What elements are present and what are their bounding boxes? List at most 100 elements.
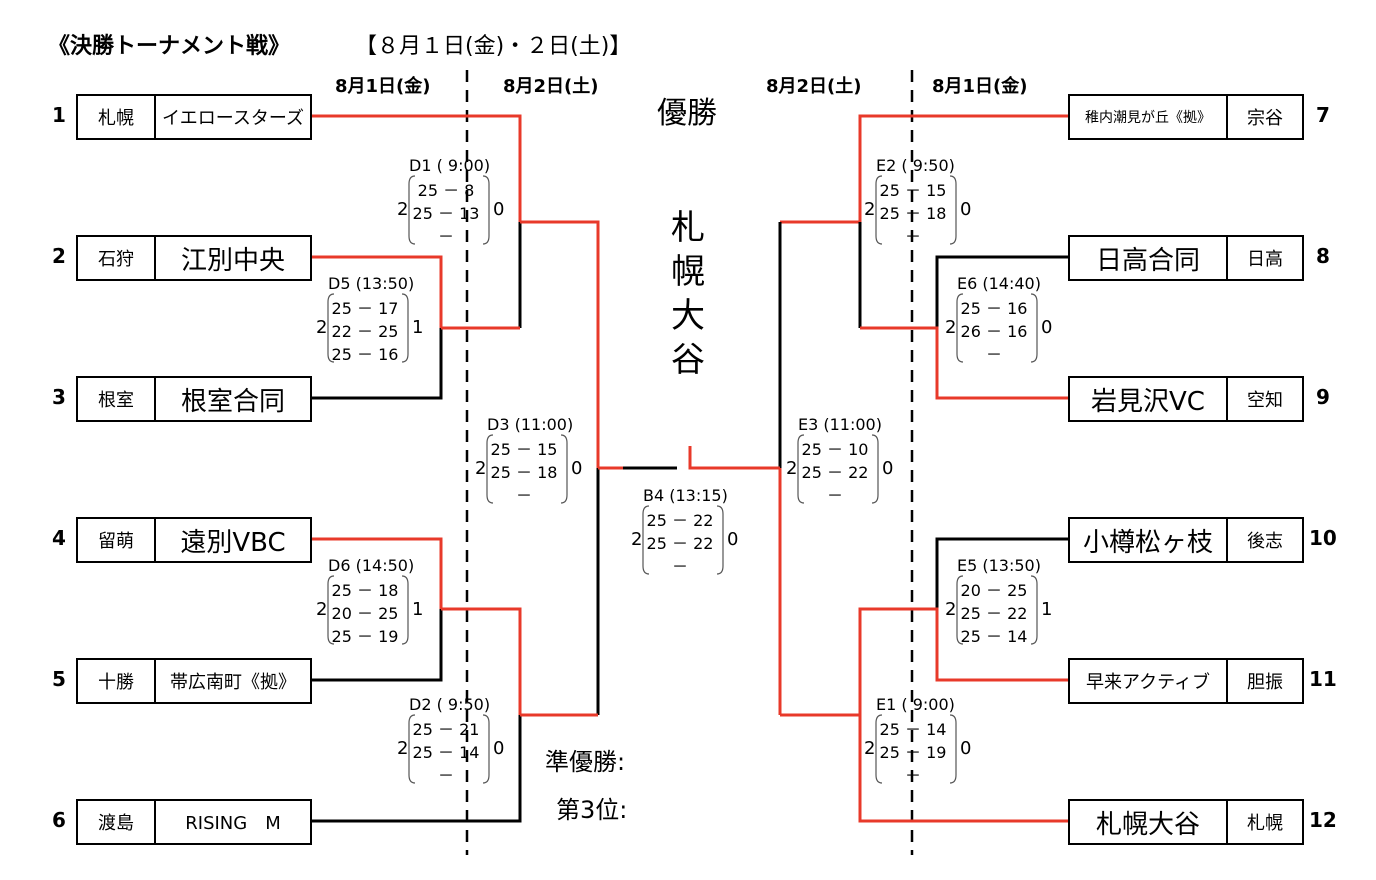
score-bracket-paren (401, 575, 409, 645)
set-score: 25 － 18 (331, 581, 399, 600)
score-bracket-paren (956, 575, 964, 645)
score-bracket-paren (956, 293, 964, 363)
match-label-e5: E5 (13:50) (957, 556, 1041, 575)
team-box-11[interactable]: 早来アクティブ胆振 (1068, 658, 1304, 704)
team-name: 江別中央 (180, 245, 285, 276)
score-bracket-paren (875, 175, 883, 245)
header-right-day1: 8月1日(金) (932, 76, 1028, 97)
set-score: － (437, 227, 454, 246)
sets-won-right: 0 (1041, 317, 1053, 338)
seed-number: 4 (52, 526, 66, 550)
sets-won-left: 2 (475, 458, 487, 479)
sets-won-right: 0 (960, 738, 972, 759)
team-region: 空知 (1247, 390, 1283, 411)
line-d1-winner (312, 114, 522, 222)
line-e2-winner (780, 114, 1068, 224)
set-score: 25 － 17 (331, 299, 399, 318)
score-bracket-paren (642, 505, 650, 575)
line-e1-lower (858, 715, 1068, 823)
team-box-9[interactable]: 岩見沢VC 空知 (1068, 376, 1304, 422)
sets-won-right: 0 (493, 738, 505, 759)
set-score: 25 － 22 (801, 463, 869, 482)
team-box-8[interactable]: 日高合同日高 (1068, 235, 1304, 281)
line-b4-right-red (688, 446, 780, 470)
sets-won-left: 2 (864, 738, 876, 759)
line-d6-top (312, 537, 443, 609)
match-label-e2: E2 ( 9:50) (876, 156, 955, 175)
match-label-b4: B4 (13:15) (643, 486, 728, 505)
header-right-day2: 8月2日(土) (766, 76, 862, 97)
seed-number: 1 (52, 103, 66, 127)
team-box-7[interactable]: 稚内潮見が丘《拠》宗谷 (1068, 94, 1304, 140)
seed-number: 3 (52, 385, 66, 409)
sets-won-right: 0 (882, 458, 894, 479)
score-bracket-paren (560, 434, 568, 504)
seed-number: 5 (52, 667, 66, 691)
score-bracket-paren (716, 505, 724, 575)
team-box-1[interactable]: 札幌イエロースターズ (76, 94, 312, 140)
team-region: 札幌 (78, 96, 156, 138)
set-score: 25 － 10 (801, 440, 869, 459)
team-box-12[interactable]: 札幌大谷札幌 (1068, 799, 1304, 845)
set-score: 25 － 22 (646, 534, 714, 553)
set-score: 20 － 25 (960, 581, 1028, 600)
match-label-d2: D2 ( 9:50) (409, 695, 491, 714)
sets-won-right: 0 (960, 199, 972, 220)
match-label-d3: D3 (11:00) (487, 415, 574, 434)
match-label-e6: E6 (14:40) (957, 274, 1041, 293)
team-name: 稚内潮見が丘《拠》 (1070, 96, 1228, 138)
score-bracket-paren (797, 434, 805, 504)
score-bracket-paren (327, 575, 335, 645)
line-d3-upper (520, 220, 600, 468)
team-name: 帯広南町《拠》 (170, 672, 296, 693)
team-name: 早来アクティブ (1070, 660, 1228, 702)
team-region: 十勝 (78, 660, 156, 702)
line-d2-lower (312, 715, 522, 823)
match-label-d5: D5 (13:50) (328, 274, 415, 293)
set-score: 25 － 22 (646, 511, 714, 530)
seed-number: 7 (1316, 103, 1330, 127)
set-score: 20 － 25 (331, 604, 399, 623)
line-d6-winner (441, 607, 522, 715)
header-left-day2: 8月2日(土) (503, 76, 599, 97)
team-name: 小樽松ヶ枝 (1070, 519, 1228, 561)
team-region: 日高 (1247, 249, 1283, 270)
set-score: － (437, 766, 454, 785)
line-d5-bottom (312, 328, 443, 400)
team-region: 石狩 (78, 237, 156, 279)
match-label-e3: E3 (11:00) (798, 415, 882, 434)
sets-won-left: 2 (316, 317, 328, 338)
match-label-e1: E1 ( 9:00) (876, 695, 955, 714)
seed-number: 11 (1309, 667, 1337, 691)
team-box-4[interactable]: 留萌遠別VBC (76, 517, 312, 563)
score-bracket-paren (482, 714, 490, 784)
sets-won-left: 2 (945, 599, 957, 620)
score-bracket-paren (482, 175, 490, 245)
set-score: 25 － 16 (960, 299, 1028, 318)
team-name: 岩見沢VC (1070, 378, 1228, 420)
set-score: 25 － 18 (879, 204, 947, 223)
set-score: 25 － 16 (331, 345, 399, 364)
sets-won-left: 2 (786, 458, 798, 479)
seed-number: 9 (1316, 385, 1330, 409)
sets-won-left: 2 (316, 599, 328, 620)
team-name: 遠別VBC (180, 527, 286, 558)
team-box-10[interactable]: 小樽松ヶ枝後志 (1068, 517, 1304, 563)
set-score: 25 － 8 (417, 181, 475, 200)
match-label-d6: D6 (14:50) (328, 556, 415, 575)
set-score: 25 － 14 (879, 720, 947, 739)
set-score: － (515, 486, 532, 505)
score-bracket-paren (871, 434, 879, 504)
team-name: 日高合同 (1070, 237, 1228, 279)
team-box-5[interactable]: 十勝帯広南町《拠》 (76, 658, 312, 704)
team-box-2[interactable]: 石狩江別中央 (76, 235, 312, 281)
set-score: 22 － 25 (331, 322, 399, 341)
sets-won-right: 0 (493, 199, 505, 220)
team-name: 札幌大谷 (1070, 801, 1228, 843)
team-box-3[interactable]: 根室根室合同 (76, 376, 312, 422)
score-bracket-paren (408, 714, 416, 784)
score-bracket-paren (401, 293, 409, 363)
set-score: － (985, 345, 1002, 364)
set-score: 25 － 14 (412, 743, 480, 762)
